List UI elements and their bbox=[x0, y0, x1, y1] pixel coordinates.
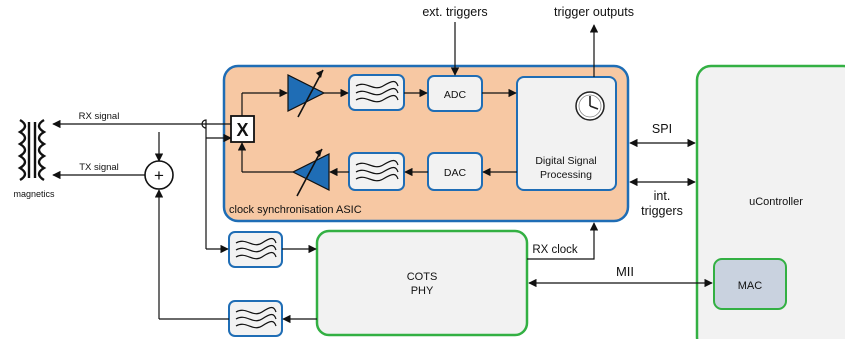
phy-box bbox=[315, 229, 529, 337]
amplifier-tx-icon bbox=[291, 148, 330, 197]
magnetics-label: magnetics bbox=[13, 189, 55, 199]
mixer-label: X bbox=[236, 120, 248, 140]
magnetics-icon bbox=[17, 118, 47, 182]
int-triggers-label-line2: triggers bbox=[641, 204, 683, 218]
trigger-outputs-label: trigger outputs bbox=[554, 5, 634, 19]
phy-label-line2: PHY bbox=[411, 285, 434, 297]
amplifier-rx-icon bbox=[287, 69, 326, 118]
filter-phy-tx-icon bbox=[228, 300, 283, 337]
filter-rx-icon bbox=[348, 74, 405, 111]
asic-label: clock synchronisation ASIC bbox=[229, 204, 362, 216]
dac-label: DAC bbox=[444, 167, 467, 179]
int-triggers-label-line1: int. bbox=[654, 189, 671, 203]
tx-signal-label: TX signal bbox=[79, 162, 119, 173]
filter-phy-rx-icon bbox=[228, 231, 283, 268]
phy-label-line1: COTS bbox=[407, 271, 438, 283]
mac-label: MAC bbox=[738, 280, 763, 292]
rx-clock-label: RX clock bbox=[532, 244, 578, 256]
adder-label: + bbox=[154, 166, 164, 185]
filter-tx-icon bbox=[348, 152, 405, 191]
dsp-label-line2: Processing bbox=[540, 169, 592, 181]
ucontroller-label: uController bbox=[749, 196, 803, 208]
ext-triggers-label: ext. triggers bbox=[422, 5, 487, 19]
mac-box bbox=[713, 258, 787, 310]
spi-label: SPI bbox=[652, 122, 672, 136]
mii-label: MII bbox=[616, 264, 634, 279]
dsp-label-line1: Digital Signal bbox=[535, 155, 596, 167]
rx-signal-label: RX signal bbox=[79, 111, 120, 122]
adc-label: ADC bbox=[444, 89, 467, 101]
